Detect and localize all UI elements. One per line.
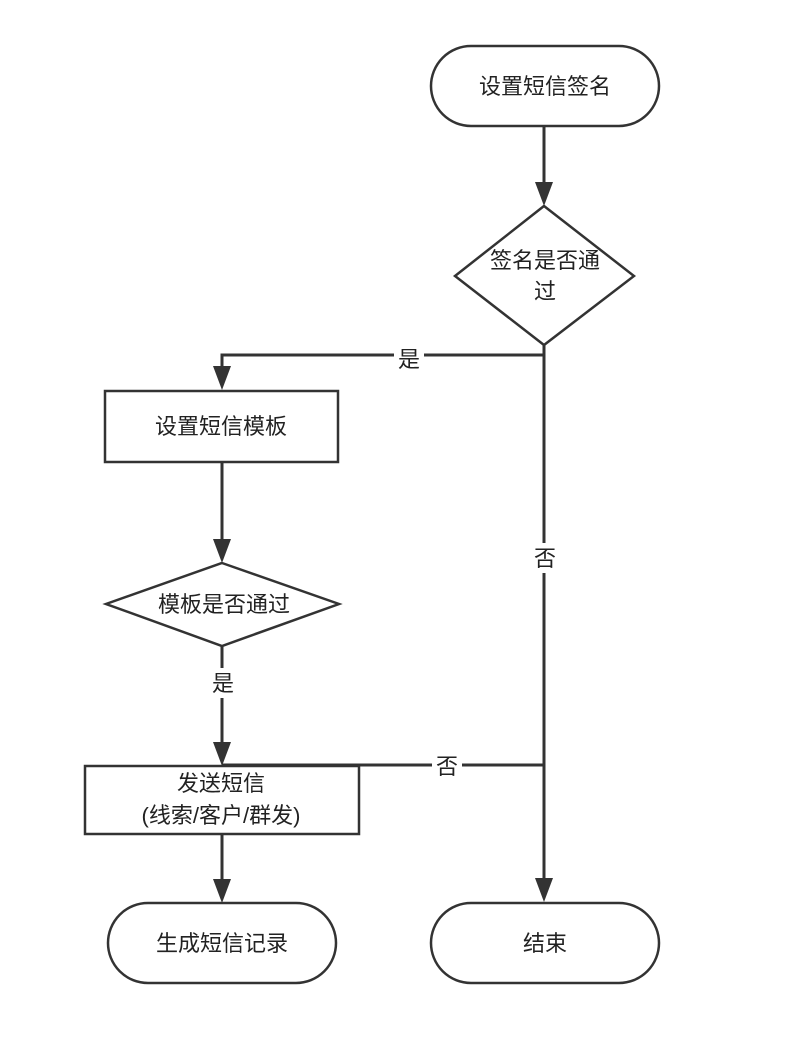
- process-shape: [103, 389, 340, 464]
- edge-label-signature-yes: 是: [394, 345, 424, 373]
- node-template-check: 模板是否通过: [102, 561, 343, 648]
- node-set-template: 设置短信模板: [103, 389, 340, 464]
- process-shape: [83, 764, 361, 836]
- edge-label-template-no: 否: [432, 752, 462, 780]
- node-signature-check: 签名是否通 过: [452, 204, 637, 347]
- node-signature-check-label-line2: 过: [534, 279, 556, 304]
- edge-label-signature-no: 否: [531, 543, 559, 573]
- node-set-template-label: 设置短信模板: [155, 414, 287, 439]
- node-generate-record-label: 生成短信记录: [156, 931, 288, 956]
- edge-label-text: 是: [212, 671, 234, 696]
- edge-label-text: 是: [398, 347, 420, 372]
- edge-label-background: [394, 345, 424, 373]
- edge-label-text: 否: [534, 546, 556, 571]
- node-signature-check-label-line1: 签名是否通: [490, 248, 600, 273]
- edge-label-background: [432, 752, 462, 780]
- arrowhead: [535, 182, 553, 206]
- node-send-sms-label-line2: (线索/客户/群发): [142, 803, 301, 828]
- terminator-shape: [429, 901, 661, 985]
- node-send-sms: 发送短信 (线索/客户/群发): [83, 764, 361, 836]
- node-generate-record: 生成短信记录: [106, 901, 338, 985]
- arrowhead: [535, 878, 553, 902]
- node-set-signature-label: 设置短信签名: [479, 74, 611, 99]
- edge-label-text: 否: [436, 754, 458, 779]
- terminator-shape: [106, 901, 338, 985]
- node-set-signature: 设置短信签名: [429, 44, 661, 128]
- node-end: 结束: [429, 901, 661, 985]
- node-end-label: 结束: [523, 931, 567, 956]
- edge-label-template-yes: 是: [209, 668, 237, 698]
- arrowhead: [213, 879, 231, 903]
- arrowhead: [213, 539, 231, 563]
- decision-shape: [452, 204, 637, 347]
- arrowhead: [213, 366, 231, 390]
- terminator-shape: [429, 44, 661, 128]
- edge-signature-yes: [220, 345, 546, 368]
- node-send-sms-label-line1: 发送短信: [177, 771, 265, 796]
- edge-label-background: [209, 668, 237, 698]
- node-template-check-label: 模板是否通过: [158, 592, 290, 617]
- decision-shape: [102, 561, 343, 648]
- arrowhead: [213, 742, 231, 766]
- edge-label-background: [531, 543, 559, 573]
